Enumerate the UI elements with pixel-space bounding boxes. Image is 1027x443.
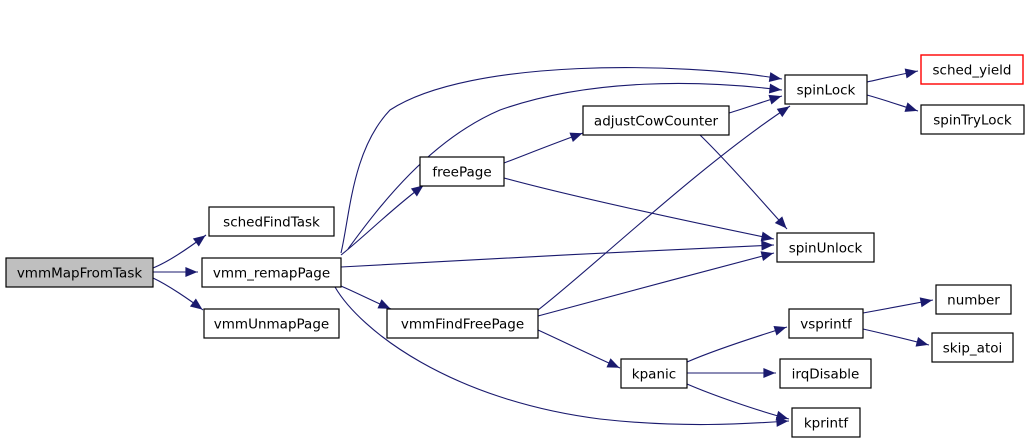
node-box-number[interactable] bbox=[935, 284, 1012, 315]
arrowhead-spinLock-to-sched_yield bbox=[904, 68, 918, 79]
node-label-vmmFindFreePage: vmmFindFreePage bbox=[401, 317, 524, 333]
arrowhead-vmmFindFreePage-to-kpanic bbox=[606, 358, 620, 368]
node-skip_atoi[interactable]: skip_atoi bbox=[931, 332, 1014, 363]
node-box-vmmFindFreePage[interactable] bbox=[386, 308, 539, 339]
node-label-vsprintf: vsprintf bbox=[800, 317, 853, 333]
arrowhead-vmm_remapPage-to-spinUnlock bbox=[761, 240, 774, 251]
edge-adjustCowCounter-to-spinUnlock bbox=[699, 134, 788, 230]
node-label-skip_atoi: skip_atoi bbox=[943, 341, 1003, 357]
arrowhead-vsprintf-to-number bbox=[919, 297, 933, 308]
arrowhead-kpanic-to-irqDisable bbox=[763, 368, 776, 378]
node-vmmUnmapPage[interactable]: vmmUnmapPage bbox=[203, 308, 340, 339]
node-box-spinUnlock[interactable] bbox=[776, 232, 875, 263]
node-sched_yield[interactable]: sched_yield bbox=[920, 54, 1024, 85]
edge-freePage-to-adjustCowCounter bbox=[503, 132, 584, 164]
node-adjustCowCounter[interactable]: adjustCowCounter bbox=[582, 105, 730, 136]
node-box-irqDisable[interactable] bbox=[779, 358, 872, 389]
node-label-number: number bbox=[947, 293, 1000, 309]
node-label-adjustCowCounter: adjustCowCounter bbox=[594, 114, 719, 130]
node-label-vmmMapFromTask: vmmMapFromTask bbox=[17, 266, 143, 282]
node-vmmFindFreePage[interactable]: vmmFindFreePage bbox=[386, 308, 539, 339]
node-box-spinTryLock[interactable] bbox=[920, 104, 1025, 135]
node-box-spinLock[interactable] bbox=[784, 74, 868, 105]
arrowhead-vmmMapFromTask-to-schedFindTask bbox=[192, 235, 206, 247]
node-box-freePage[interactable] bbox=[419, 156, 505, 187]
node-spinLock[interactable]: spinLock bbox=[784, 74, 868, 105]
node-label-sched_yield: sched_yield bbox=[932, 63, 1011, 79]
node-vmmMapFromTask[interactable]: vmmMapFromTask bbox=[5, 257, 154, 288]
arrowhead-vmmMapFromTask-to-vmm_remapPage bbox=[185, 267, 198, 277]
arrowhead-vmm_remapPage-to-freePage bbox=[410, 185, 424, 197]
node-schedFindTask[interactable]: schedFindTask bbox=[208, 206, 335, 237]
edge-freePage-to-spinUnlock bbox=[503, 177, 775, 240]
arrowhead-kpanic-to-vsprintf bbox=[773, 326, 787, 336]
node-box-vmmUnmapPage[interactable] bbox=[203, 308, 340, 339]
node-box-kpanic[interactable] bbox=[620, 358, 688, 389]
node-kprintf[interactable]: kprintf bbox=[791, 407, 861, 438]
arrowhead-vmm_remapPage-to-spinLock bbox=[768, 83, 782, 94]
node-label-spinTryLock: spinTryLock bbox=[933, 113, 1012, 129]
node-vmm_remapPage[interactable]: vmm_remapPage bbox=[201, 257, 342, 288]
arrowhead-freePage-to-adjustCowCounter bbox=[569, 132, 583, 142]
node-freePage[interactable]: freePage bbox=[419, 156, 505, 187]
node-box-kprintf[interactable] bbox=[791, 407, 861, 438]
node-kpanic[interactable]: kpanic bbox=[620, 358, 688, 389]
node-label-kpanic: kpanic bbox=[632, 367, 676, 383]
node-label-irqDisable: irqDisable bbox=[792, 367, 860, 383]
edges-layer bbox=[152, 67, 934, 427]
arrowhead-adjustCowCounter-to-spinUnlock bbox=[774, 216, 787, 229]
edge-vmm_remapPage-to-freePage bbox=[340, 184, 425, 256]
arrowhead-vmmMapFromTask-to-vmmUnmapPage bbox=[189, 298, 203, 310]
node-label-freePage: freePage bbox=[432, 165, 491, 181]
arrowhead-vmmFindFreePage-to-spinUnlock bbox=[760, 251, 774, 261]
node-label-spinLock: spinLock bbox=[797, 83, 856, 99]
node-label-schedFindTask: schedFindTask bbox=[223, 215, 320, 231]
node-box-vsprintf[interactable] bbox=[788, 308, 864, 339]
node-label-kprintf: kprintf bbox=[804, 416, 850, 432]
node-box-adjustCowCounter[interactable] bbox=[582, 105, 730, 136]
edge-vmm_remapPage-to-spinLock bbox=[347, 82, 783, 250]
arrowhead-vmmFindFreePage-to-spinLock bbox=[776, 106, 790, 118]
node-box-skip_atoi[interactable] bbox=[931, 332, 1014, 363]
node-label-vmmUnmapPage: vmmUnmapPage bbox=[214, 317, 329, 333]
node-box-schedFindTask[interactable] bbox=[208, 206, 335, 237]
edge-vmmFindFreePage-to-spinUnlock bbox=[537, 252, 775, 317]
node-box-sched_yield[interactable] bbox=[920, 54, 1024, 85]
node-spinUnlock[interactable]: spinUnlock bbox=[776, 232, 875, 263]
node-number[interactable]: number bbox=[935, 284, 1012, 315]
arrowhead-vsprintf-to-skip_atoi bbox=[915, 337, 929, 347]
nodes-layer: vmmMapFromTask schedFindTask vmm_remapPage… bbox=[5, 54, 1025, 438]
edge-vmmFindFreePage-to-spinLock bbox=[537, 105, 791, 311]
arrowhead-spinLock-to-spinTryLock bbox=[904, 102, 918, 112]
node-box-vmm_remapPage[interactable] bbox=[201, 257, 342, 288]
node-label-vmm_remapPage: vmm_remapPage bbox=[213, 266, 330, 282]
node-label-spinUnlock: spinUnlock bbox=[789, 241, 863, 257]
arrowhead-vmm_remapPage-to-vmmFindFreePage bbox=[377, 299, 391, 309]
edge-kpanic-to-vsprintf bbox=[686, 326, 788, 363]
edge-vmm_remapPage-to-spinLock bbox=[340, 67, 783, 254]
arrowhead-vmm_remapPage-to-spinLock bbox=[768, 72, 782, 82]
arrowhead-adjustCowCounter-to-spinLock bbox=[768, 94, 782, 105]
edge-vmm_remapPage-to-kprintf bbox=[334, 286, 790, 426]
edge-kpanic-to-kprintf bbox=[686, 383, 790, 420]
node-irqDisable[interactable]: irqDisable bbox=[779, 358, 872, 389]
arrowhead-freePage-to-spinUnlock bbox=[760, 231, 774, 242]
arrowhead-kpanic-to-kprintf bbox=[775, 410, 789, 421]
node-vsprintf[interactable]: vsprintf bbox=[788, 308, 864, 339]
node-box-vmmMapFromTask[interactable] bbox=[5, 257, 154, 288]
node-spinTryLock[interactable]: spinTryLock bbox=[920, 104, 1025, 135]
edge-vmm_remapPage-to-spinUnlock bbox=[340, 244, 775, 268]
edge-vmmFindFreePage-to-kpanic bbox=[537, 329, 621, 369]
